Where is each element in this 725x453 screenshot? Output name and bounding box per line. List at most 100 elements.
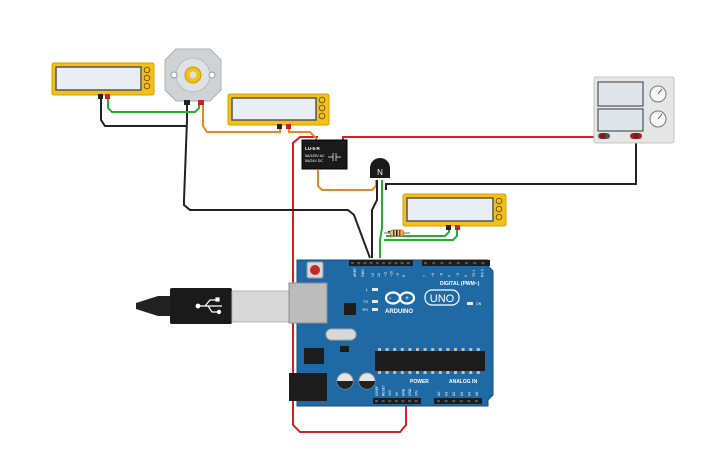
resistor[interactable] (384, 229, 410, 237)
digital-pin-socket[interactable] (388, 262, 392, 265)
power-pin-socket[interactable] (388, 400, 392, 403)
mm3-mode-a-icon[interactable] (495, 197, 503, 205)
wire-orange-relay-to-transistor[interactable] (317, 170, 377, 191)
digital-pin-label: RX 0 (480, 269, 484, 277)
multimeter-2[interactable] (227, 93, 330, 129)
mm3-mode-v-icon[interactable] (495, 205, 503, 213)
analog-pin-socket[interactable] (475, 400, 478, 403)
digital-pin-socket[interactable] (432, 262, 436, 265)
power-pin-socket[interactable] (394, 400, 398, 403)
wire-green-mm3-a[interactable] (384, 228, 458, 241)
digital-pin-socket[interactable] (382, 262, 385, 265)
digital-header-label: DIGITAL (PWM~) (440, 281, 480, 287)
relay[interactable]: LU-5-R 5A/125V AC 5A/24V DC (301, 139, 348, 170)
supply-display-current (597, 108, 644, 132)
power-pin-label: GND (408, 388, 412, 396)
analog-pin-label: A0 (437, 392, 441, 396)
digital-pin-socket[interactable] (394, 262, 398, 265)
analog-pin-socket[interactable] (444, 400, 448, 403)
mm3-mode-r-icon[interactable] (495, 213, 503, 221)
digital-pin-label: 2 (464, 275, 468, 277)
digital-pin-socket[interactable] (363, 262, 367, 265)
mm3-probe-pos[interactable] (455, 225, 460, 230)
digital-pin-socket[interactable] (406, 262, 410, 265)
wire-red-supply-to-relay[interactable] (342, 136, 637, 146)
wire-orange-motor-to-mm2[interactable] (202, 104, 281, 133)
wire-black-mm1[interactable] (100, 97, 187, 127)
transistor-label: N (377, 168, 383, 177)
mm2-probe-pos[interactable] (286, 124, 291, 129)
supply-display-voltage (597, 81, 644, 107)
analog-pin-socket[interactable] (459, 400, 463, 403)
wire-black-supply-to-transistor[interactable] (385, 136, 637, 190)
digital-pin-socket[interactable] (440, 262, 444, 265)
digital-pin-socket[interactable] (351, 262, 354, 265)
usb-cable[interactable] (136, 288, 299, 324)
multimeter-3[interactable] (402, 193, 507, 230)
power-pin-socket[interactable] (401, 400, 405, 403)
wire-black-motor-to-gnd[interactable] (183, 104, 371, 259)
crystal (325, 328, 357, 341)
mm2-mode-r-icon[interactable] (318, 112, 326, 120)
led-l-label: L (366, 287, 369, 292)
mm2-mode-a-icon[interactable] (318, 96, 326, 104)
digital-pin-socket[interactable] (369, 262, 373, 265)
analog-pin-label: A5 (475, 392, 479, 396)
wire-red-relay-to-5v[interactable] (292, 136, 407, 433)
reset-button-cap-icon[interactable] (310, 265, 320, 275)
multimeter-1[interactable] (51, 62, 155, 99)
usb-plug-metal (231, 290, 299, 323)
power-supply[interactable] (593, 76, 675, 144)
analog-pin-socket[interactable] (467, 400, 471, 403)
power-pin-socket[interactable] (381, 400, 385, 403)
power-pin-socket[interactable] (414, 400, 418, 403)
analog-pin-socket[interactable] (437, 400, 440, 403)
brand-label: ARDUINO (385, 309, 413, 315)
dc-motor[interactable] (164, 48, 222, 105)
power-pin-socket[interactable] (408, 400, 411, 403)
power-header-label: POWER (410, 379, 429, 385)
analog-header (434, 398, 482, 404)
digital-pin-label: 13 (371, 273, 375, 277)
wire-black-transistor-down[interactable] (371, 180, 378, 258)
digital-pin-socket[interactable] (375, 262, 379, 265)
digital-pin-socket[interactable] (424, 262, 427, 265)
mm2-mode-v-icon[interactable] (318, 104, 326, 112)
digital-pin-socket[interactable] (465, 262, 468, 265)
motor-terminal-neg[interactable] (184, 100, 190, 105)
power-pin-label: IOREF (375, 386, 379, 396)
mm3-probe-neg[interactable] (446, 225, 451, 230)
power-pin-socket[interactable] (375, 400, 378, 403)
mm2-probe-neg[interactable] (277, 124, 282, 129)
atmega-chip (375, 351, 485, 371)
analog-pin-label: A1 (445, 392, 449, 396)
npn-transistor[interactable]: N (370, 158, 390, 178)
digital-pin-socket[interactable] (473, 262, 477, 265)
mm1-mode-r-icon[interactable] (143, 82, 151, 90)
analog-pin-socket[interactable] (452, 400, 456, 403)
wire-green-transistor-to-pin[interactable] (379, 180, 383, 258)
motor-terminal-pos[interactable] (198, 100, 204, 105)
digital-pin-socket[interactable] (357, 262, 361, 265)
power-pin-label: 3V3 (388, 390, 392, 396)
mm1-mode-a-icon[interactable] (143, 66, 151, 74)
gnd-label: GND (361, 269, 365, 277)
dc-power-jack (289, 373, 327, 401)
digital-pin-socket[interactable] (481, 262, 485, 265)
aref-label: AREF (353, 268, 357, 277)
svg-text:+: + (405, 296, 409, 302)
digital-pin-label: ~5 (439, 273, 443, 277)
digital-pin-socket[interactable] (400, 262, 404, 265)
mm1-probe-neg[interactable] (98, 94, 103, 99)
analog-pin-label: A2 (452, 392, 456, 396)
mm1-probe-pos[interactable] (105, 94, 110, 99)
led-tx-label: TX (363, 299, 368, 304)
digital-pin-socket[interactable] (448, 262, 452, 265)
digital-pin-socket[interactable] (456, 262, 460, 265)
digital-pin-label: 7 (423, 275, 427, 277)
wire-green-mm1-to-motor[interactable] (107, 97, 200, 113)
mm1-mode-v-icon[interactable] (143, 74, 151, 82)
digital-pin-label: ~11 (383, 271, 387, 277)
